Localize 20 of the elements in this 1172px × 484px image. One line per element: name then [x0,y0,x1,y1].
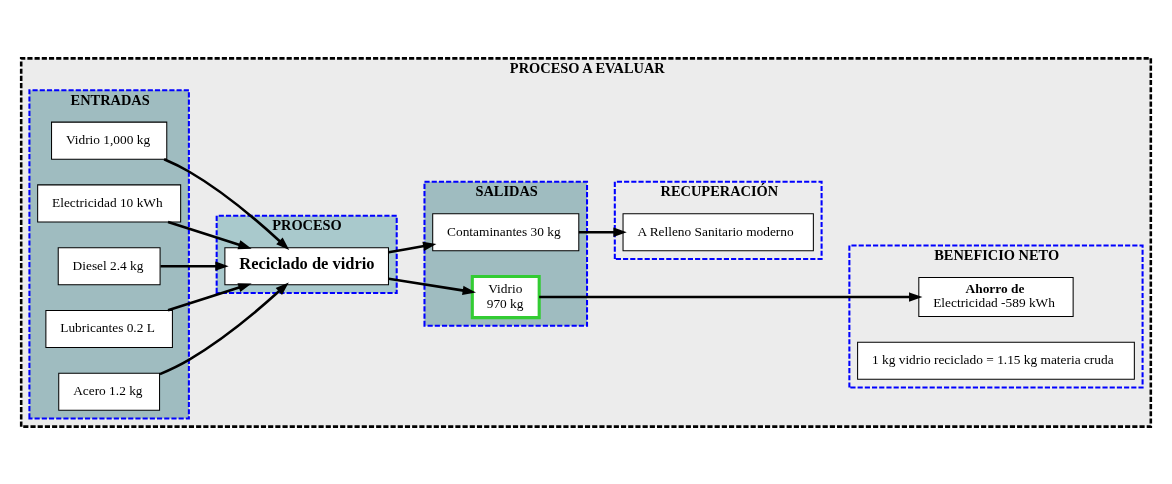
arrow [167,282,252,312]
node-box: Vidrio 1,000 kg [51,121,168,160]
arrow [388,241,437,253]
node-box: Vidrio 970 kg [470,274,541,319]
node-box: A Relleno Sanitario moderno [622,212,814,251]
arrow [159,281,289,375]
node-box: Reciclado de vidrio [224,246,389,285]
arrow [578,227,627,237]
arrow [167,220,252,249]
arrow [388,277,476,295]
arrow [539,291,923,302]
node-box: Lubricantes 0.2 L [45,309,173,348]
arrow [163,157,290,250]
node-box: Diesel 2.4 kg [57,246,161,285]
node-box: Contaminantes 30 kg [432,212,580,251]
node-box: 1 kg vidrio reciclado = 1.15 kg materia cruda [857,341,1135,380]
node-box: Ahorro de Electricidad -589 kWh [918,276,1074,317]
arrow [160,260,229,271]
node-box: Acero 1.2 kg [58,372,161,411]
node-box: Electricidad 10 kWh [37,183,182,222]
